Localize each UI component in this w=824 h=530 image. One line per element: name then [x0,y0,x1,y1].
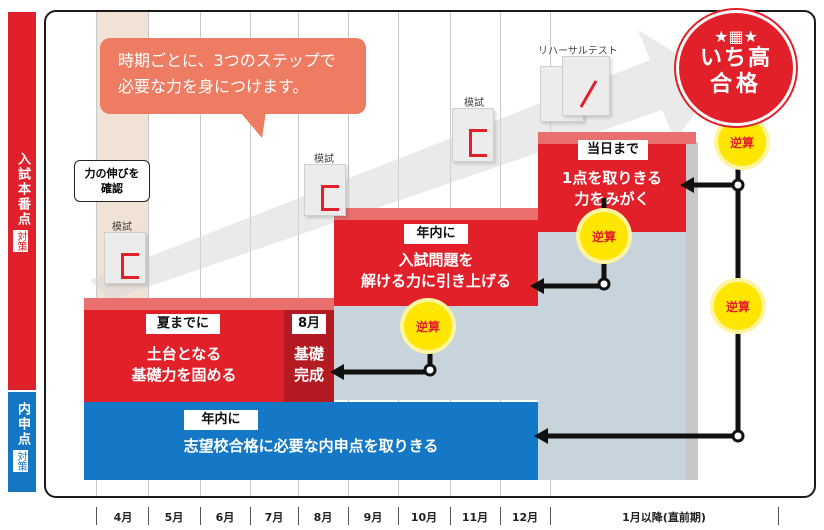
step-summer: 夏までに 土台となる 基礎力を固める [84,310,284,402]
reverse-burst: 逆算 [718,118,766,166]
month-label: 10月 [410,511,438,524]
step-august-tag: 8月 [292,314,326,334]
bubble-tail [240,112,266,138]
intro-line1: 時期ごとに、3つのステップで [118,51,336,70]
mock-label: 模試 [112,222,132,233]
step-summer-line1: 土台となる [146,345,222,363]
month-label: 9月 [363,511,383,524]
intro-line2: 必要な力を身につけます。 [118,77,309,96]
mock-label: 模試 [314,154,334,165]
intro-bubble: 時期ごとに、3つのステップで 必要な力を身につけます。 [100,38,366,114]
step-august-line1: 基礎 [293,345,324,363]
month-label: 5月 [164,511,184,524]
callout-line2: 確認 [101,182,123,195]
mock-booklet [562,56,610,116]
step-top-summer [84,298,334,310]
reverse-burst: 逆算 [580,212,628,260]
step-summer-tag: 夏までに [146,314,220,334]
step-yearend-line2: 解ける力に引き上げる [360,272,511,290]
naishin-bg [538,402,686,480]
goal-badge: ★▦★ いち高 合格 [676,10,796,126]
grid-line [148,12,149,496]
step-side [686,142,698,480]
step-final-line1: 1点を取りきる [561,169,663,187]
sidebar-naishin: 内申点 対策 [8,392,36,492]
mock-booklet [452,108,494,162]
step-august: 8月 基礎 完成 [284,310,334,402]
mock-booklet [304,164,346,216]
month-label: 7月 [264,511,284,524]
grid-line [250,12,251,496]
step-summer-line2: 基礎力を固める [131,366,237,384]
month-label: 11月 [461,511,489,524]
step-yearend: 年内に 入試問題を 解ける力に引き上げる [334,220,538,306]
step-top-yearend [334,208,538,220]
reverse-burst: 逆算 [714,282,762,330]
month-label: 1月以降(直前期) [622,511,706,524]
step-naishin-line1: 志望校合格に必要な内申点を取りきる [183,437,439,455]
sidebar-entrance-tag: 対策 [13,230,28,252]
sidebar-entrance-label: 入試本番点 [15,152,30,227]
month-axis: 4月 5月 6月 7月 8月 9月 10月 11月 12月 1月以降(直前期) [90,506,790,526]
step-final-tag: 当日まで [578,140,648,160]
callout-line1: 力の伸びを [84,167,140,180]
step-top-final [538,132,696,144]
mock-label: 模試 [464,98,484,109]
reverse-burst: 逆算 [404,302,452,350]
grid-line [298,12,299,496]
month-label: 8月 [313,511,333,524]
sidebar-naishin-label: 内申点 [15,402,30,447]
sidebar-naishin-tag: 対策 [13,450,28,472]
month-label: 4月 [113,511,133,524]
step-yearend-tag: 年内に [404,224,468,244]
mock-booklet [104,232,146,284]
step-naishin: 年内に 志望校合格に必要な内申点を取りきる [84,402,538,480]
goal-line1: いち高 [699,46,772,71]
growth-callout: 力の伸びを 確認 [74,160,150,202]
sidebar-entrance-exam: 入試本番点 対策 [8,12,36,390]
step-final-line2: 力をみがく [574,190,650,208]
month-label: 6月 [215,511,235,524]
month-label: 12月 [511,511,539,524]
grid-line [96,12,97,496]
step-yearend-line1: 入試問題を [398,251,474,269]
step-naishin-tag: 年内に [184,410,258,430]
step-august-line2: 完成 [293,366,324,384]
goal-line2: 合格 [709,72,762,97]
mock-label: リハーサルテスト [538,46,618,57]
school-icon: ★▦★ [714,27,758,46]
